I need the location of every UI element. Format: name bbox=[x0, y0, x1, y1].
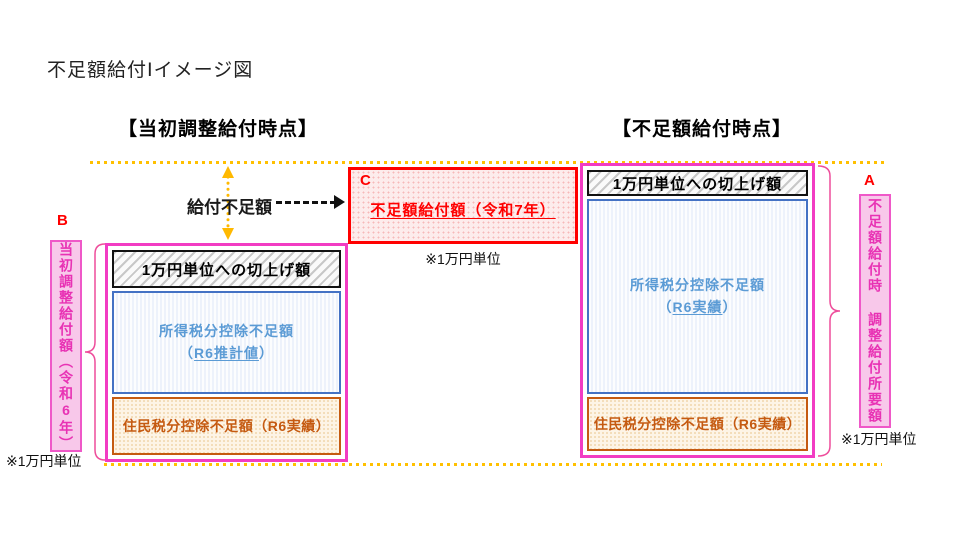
left-roundup-header: 1万円単位への切上げ額 bbox=[112, 250, 341, 288]
paren-open: （ bbox=[657, 298, 673, 315]
shortfall-payment-amount-box: 不足額給付額（令和7年） bbox=[348, 167, 578, 244]
top-dotted-line bbox=[90, 161, 884, 164]
unit-note-a: ※1万円単位 bbox=[841, 431, 917, 447]
paren-close: ） bbox=[258, 344, 274, 361]
left-brace bbox=[83, 243, 107, 461]
right-income-tax-line2: （R6実績） bbox=[658, 297, 738, 319]
initial-payment-column: 1万円単位への切上げ額 所得税分控除不足額 （R6推計値） 住民税分控除不足額（… bbox=[105, 243, 348, 462]
right-income-tax-box: 所得税分控除不足額 （R6実績） bbox=[587, 199, 808, 394]
left-income-tax-line2: （R6推計値） bbox=[179, 343, 274, 365]
marker-c: C bbox=[360, 172, 371, 189]
paren-open: （ bbox=[179, 344, 195, 361]
bottom-dotted-line bbox=[104, 463, 882, 466]
right-brace bbox=[816, 165, 842, 457]
right-resident-tax-box: 住民税分控除不足額（R6実績） bbox=[587, 397, 808, 451]
left-income-tax-line1: 所得税分控除不足額 bbox=[159, 322, 294, 339]
shortfall-time-column: 1万円単位への切上げ額 所得税分控除不足額 （R6実績） 住民税分控除不足額（R… bbox=[580, 163, 815, 458]
right-roundup-header: 1万円単位への切上げ額 bbox=[587, 170, 808, 196]
left-resident-tax-box: 住民税分控除不足額（R6実績） bbox=[112, 397, 341, 455]
adjustment-required-amount-label: 不足額給付時 調整給付所要額 bbox=[859, 194, 891, 428]
unit-note-c: ※1万円単位 bbox=[425, 251, 501, 267]
page-title: 不足額給付Ⅰイメージ図 bbox=[47, 60, 254, 81]
right-income-tax-line1: 所得税分控除不足額 bbox=[630, 276, 765, 293]
gap-double-arrow-icon bbox=[219, 165, 237, 246]
initial-adjustment-amount-label: 当初調整給付額（令和6年） bbox=[50, 240, 82, 452]
dashed-arrow-icon bbox=[276, 195, 345, 209]
marker-b: B bbox=[57, 212, 68, 229]
left-income-tax-box: 所得税分控除不足額 （R6推計値） bbox=[112, 291, 341, 394]
section-header-shortfall-payment: 【不足額給付時点】 bbox=[612, 119, 793, 140]
gap-amount-label: 給付不足額 bbox=[187, 198, 272, 217]
unit-note-b: ※1万円単位 bbox=[6, 453, 82, 469]
left-income-tax-value: R6推計値 bbox=[194, 344, 259, 361]
marker-a: A bbox=[864, 172, 875, 189]
section-header-initial-payment: 【当初調整給付時点】 bbox=[118, 119, 319, 140]
shortfall-payment-amount-label: 不足額給付額（令和7年） bbox=[370, 202, 556, 219]
right-income-tax-value: R6実績 bbox=[672, 298, 723, 315]
paren-close: ） bbox=[722, 298, 738, 315]
